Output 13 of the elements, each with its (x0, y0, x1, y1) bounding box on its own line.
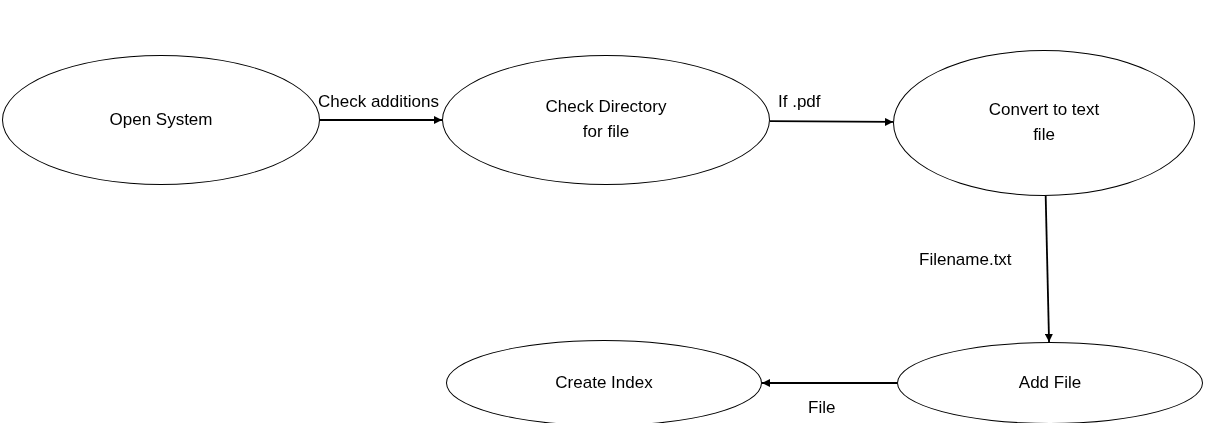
node-label: Check Directory for file (544, 96, 668, 143)
arrow (761, 379, 898, 387)
arrow (1044, 195, 1053, 343)
edge-label: If .pdf (778, 92, 821, 112)
node-label: Convert to text file (987, 99, 1101, 146)
arrow (319, 116, 443, 124)
node-label: Open System (109, 108, 213, 131)
arrow (769, 117, 894, 126)
node-label: Create Index (555, 371, 653, 394)
edge-label: Check additions (318, 92, 439, 112)
node-label: Add File (1018, 371, 1082, 394)
edge-label: File (808, 398, 836, 418)
edge-label: Filename.txt (919, 250, 1012, 270)
